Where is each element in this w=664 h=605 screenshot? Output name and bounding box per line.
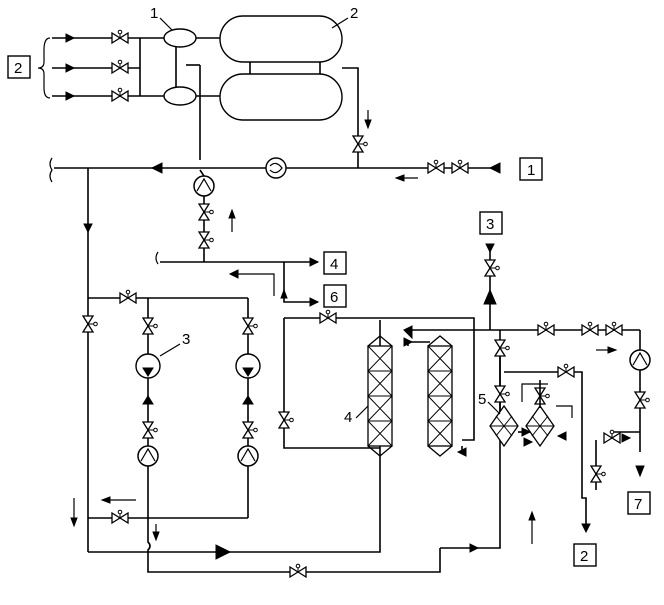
main-header-line	[49, 157, 501, 183]
callout-tank-2: 2	[350, 5, 358, 22]
right-section	[474, 243, 651, 534]
header-drop	[155, 169, 320, 307]
callout-exchanger-5: 5	[478, 391, 486, 408]
box-outlet-7: 7	[634, 496, 642, 513]
box-feed-1: 1	[527, 162, 535, 179]
callout-column-4: 4	[344, 409, 352, 426]
box-feed-3: 3	[486, 216, 494, 233]
box-outlet-2: 2	[580, 548, 588, 565]
callout-pump-3: 3	[182, 331, 190, 348]
columns	[278, 309, 475, 457]
left-trunk	[70, 168, 261, 552]
boxed-labels: 2 1 3 4 6 2 7	[7, 55, 651, 567]
callout-tank-1: 1	[150, 5, 158, 22]
inlet-lines	[37, 29, 165, 102]
separator-vessels	[163, 28, 222, 160]
callouts: 1 2 3 4 5	[150, 5, 501, 426]
box-inlet-group-2: 2	[14, 60, 22, 77]
box-outlet-6: 6	[330, 289, 338, 306]
storage-tanks	[219, 15, 372, 168]
box-outlet-4: 4	[330, 256, 338, 273]
